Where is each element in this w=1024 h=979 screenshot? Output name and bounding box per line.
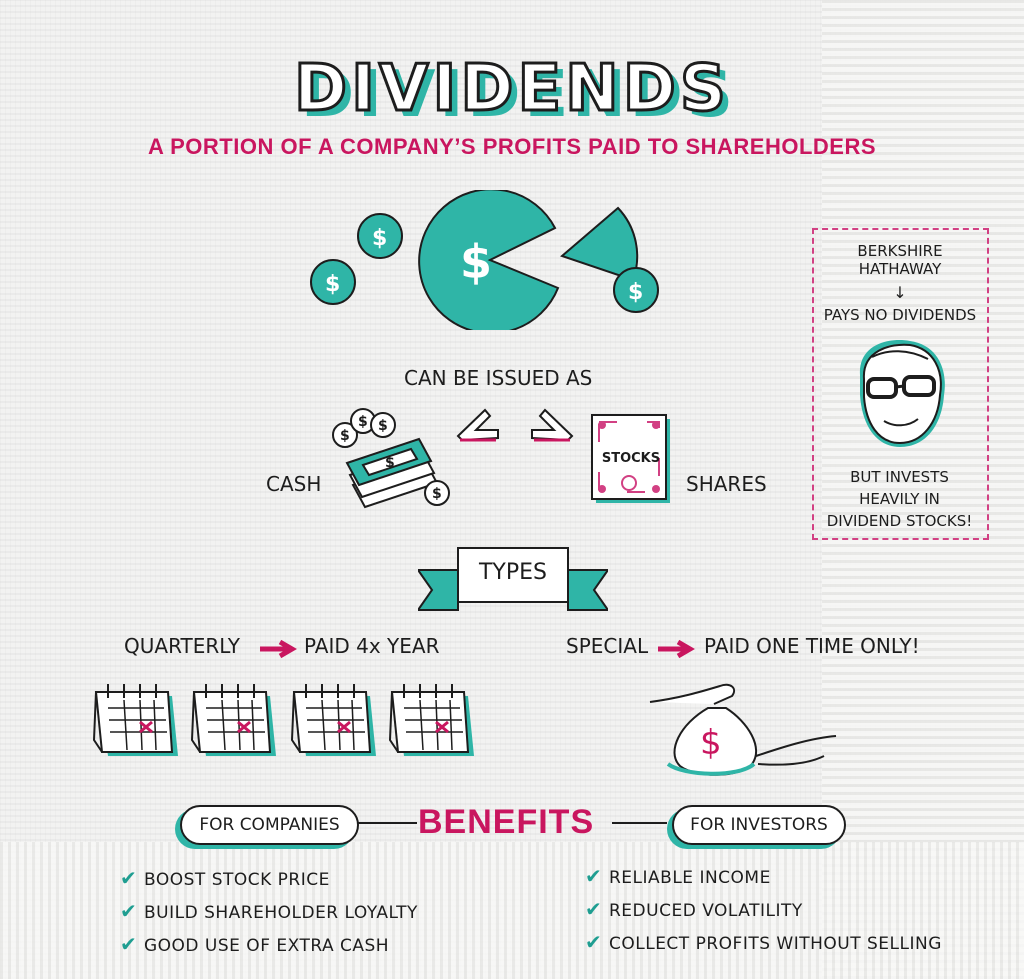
shares-label: SHARES xyxy=(686,472,767,496)
benefits-title: BENEFITS xyxy=(418,803,595,841)
stock-certificate-text: STOCKS xyxy=(601,451,661,466)
check-icon: ✔ xyxy=(120,866,138,890)
connector-line xyxy=(357,822,417,824)
check-icon: ✔ xyxy=(585,897,603,921)
calendar-icon xyxy=(388,682,476,758)
calendar-icon xyxy=(92,682,180,758)
svg-text:$: $ xyxy=(358,414,368,430)
for-investors-pill: FOR INVESTORS xyxy=(672,805,846,845)
company-benefits-list: ✔BOOST STOCK PRICE ✔BUILD SHAREHOLDER LO… xyxy=(120,866,418,965)
calendar-row xyxy=(92,682,476,758)
svg-text:$: $ xyxy=(628,280,643,305)
list-item: ✔REDUCED VOLATILITY xyxy=(585,897,803,921)
svg-text:$: $ xyxy=(460,235,492,289)
berkshire-callout xyxy=(812,228,989,540)
svg-text:$: $ xyxy=(432,486,442,502)
check-icon: ✔ xyxy=(120,899,138,923)
berkshire-pays: PAYS NO DIVIDENDS xyxy=(823,306,977,324)
berkshire-name: BERKSHIRE HATHAWAY xyxy=(857,242,943,278)
list-item: ✔BOOST STOCK PRICE xyxy=(120,866,330,890)
quarterly-label: QUARTERLY xyxy=(124,634,240,658)
pie-chart-icon: $ $ $ $ xyxy=(310,190,659,330)
list-item: ✔GOOD USE OF EXTRA CASH xyxy=(120,932,390,956)
money-bag-icon: $ xyxy=(649,683,837,776)
check-icon: ✔ xyxy=(585,930,603,954)
calendar-icon xyxy=(290,682,378,758)
special-label: SPECIAL xyxy=(566,634,649,658)
special-description: PAID ONE TIME ONLY! xyxy=(704,634,920,658)
svg-text:$: $ xyxy=(325,272,340,297)
list-item: ✔BUILD SHAREHOLDER LOYALTY xyxy=(120,899,418,923)
stock-certificate-icon xyxy=(591,414,670,503)
investor-benefits-list: ✔RELIABLE INCOME ✔REDUCED VOLATILITY ✔CO… xyxy=(585,864,942,963)
napkin-embossed-edge-bottom xyxy=(0,842,1024,979)
svg-text:$: $ xyxy=(700,723,722,763)
issued-heading: CAN BE ISSUED AS xyxy=(404,366,593,390)
page-title: DIVIDENDS xyxy=(293,51,730,128)
for-companies-pill: FOR COMPANIES xyxy=(180,805,359,845)
page-subtitle: A PORTION OF A COMPANY’S PROFITS PAID TO… xyxy=(147,134,877,159)
arrow-icon xyxy=(658,639,695,659)
types-banner xyxy=(418,547,608,611)
hand-icon xyxy=(755,735,837,766)
arrow-icon xyxy=(456,408,574,442)
portrait-icon xyxy=(859,340,945,447)
check-icon: ✔ xyxy=(585,864,603,888)
arrow-icon xyxy=(260,639,297,659)
cash-stack-icon: $ $ $ $ $ xyxy=(332,408,450,509)
napkin-embossed-edge-right xyxy=(822,0,1024,979)
berkshire-invests: BUT INVESTS HEAVILY IN DIVIDEND STOCKS! xyxy=(826,468,973,530)
svg-text:$: $ xyxy=(372,226,387,251)
connector-line xyxy=(612,822,667,824)
check-icon: ✔ xyxy=(120,932,138,956)
list-item: ✔RELIABLE INCOME xyxy=(585,864,771,888)
berkshire-arrow: ↓ xyxy=(893,283,907,302)
cash-label: CASH xyxy=(266,472,322,496)
calendar-icon xyxy=(190,682,278,758)
list-item: ✔COLLECT PROFITS WITHOUT SELLING xyxy=(585,930,942,954)
quarterly-description: PAID 4x YEAR xyxy=(304,634,440,658)
svg-text:$: $ xyxy=(385,455,395,471)
types-banner-label: TYPES xyxy=(478,560,547,585)
svg-text:$: $ xyxy=(340,428,350,444)
svg-text:$: $ xyxy=(378,418,388,434)
